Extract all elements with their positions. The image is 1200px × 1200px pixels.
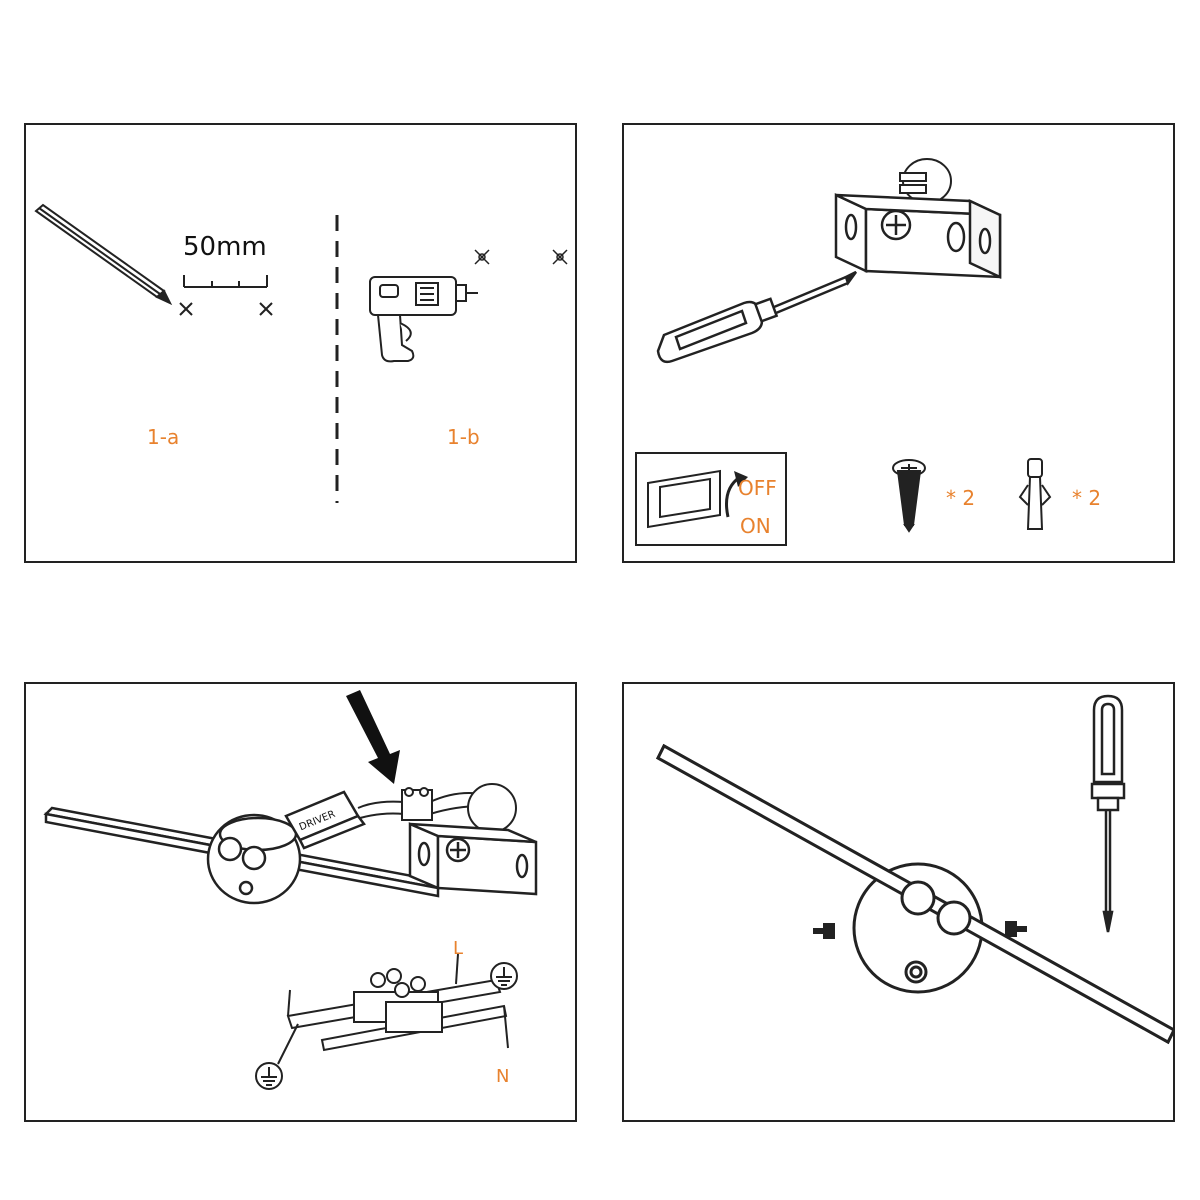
ground-symbol-icon bbox=[255, 1062, 283, 1090]
live-label: L bbox=[453, 938, 463, 959]
drill-icon bbox=[369, 276, 478, 363]
step-3-panel: DRIVER bbox=[24, 682, 577, 1122]
drill-hole-icon bbox=[552, 249, 568, 265]
drill-hole-icon bbox=[474, 249, 490, 265]
wall-anchor-icon bbox=[1018, 458, 1052, 530]
wall-plug-icon bbox=[899, 158, 952, 204]
mounting-bracket bbox=[408, 822, 538, 896]
mark-x-icon bbox=[179, 302, 193, 316]
mark-x-icon bbox=[259, 302, 273, 316]
step-label-1a: 1-a bbox=[147, 425, 179, 449]
screw-quantity: * 2 bbox=[946, 486, 975, 510]
switch-off-label: OFF bbox=[738, 476, 777, 500]
measure-label: 50mm bbox=[183, 232, 267, 262]
screw-icon bbox=[1005, 921, 1027, 937]
step-2-panel: OFF ON * 2 * 2 bbox=[622, 123, 1175, 563]
arrow-down-icon bbox=[346, 690, 400, 784]
power-switch-icon bbox=[635, 452, 787, 546]
screwdriver-icon bbox=[1090, 694, 1126, 933]
anchor-quantity: * 2 bbox=[1072, 486, 1101, 510]
lamp-base-pins bbox=[900, 880, 972, 984]
ruler-scale bbox=[183, 275, 268, 288]
screw-icon bbox=[813, 923, 835, 939]
switch-on-label: ON bbox=[740, 514, 771, 538]
neutral-label: N bbox=[496, 1066, 509, 1087]
terminal-detail bbox=[277, 953, 509, 1065]
pencil-icon bbox=[34, 203, 173, 306]
step-label-1b: 1-b bbox=[447, 425, 480, 449]
screw-icon bbox=[892, 459, 926, 533]
driver-box bbox=[284, 790, 366, 850]
wall-plug-icon bbox=[467, 783, 517, 833]
terminal-block bbox=[401, 787, 433, 821]
step-1-panel: 50mm bbox=[24, 123, 577, 563]
ground-symbol-icon bbox=[490, 962, 518, 990]
step-4-panel bbox=[622, 682, 1175, 1122]
lamp-base bbox=[206, 813, 302, 905]
mounting-bracket bbox=[834, 193, 1002, 279]
screwdriver-icon bbox=[656, 270, 858, 364]
